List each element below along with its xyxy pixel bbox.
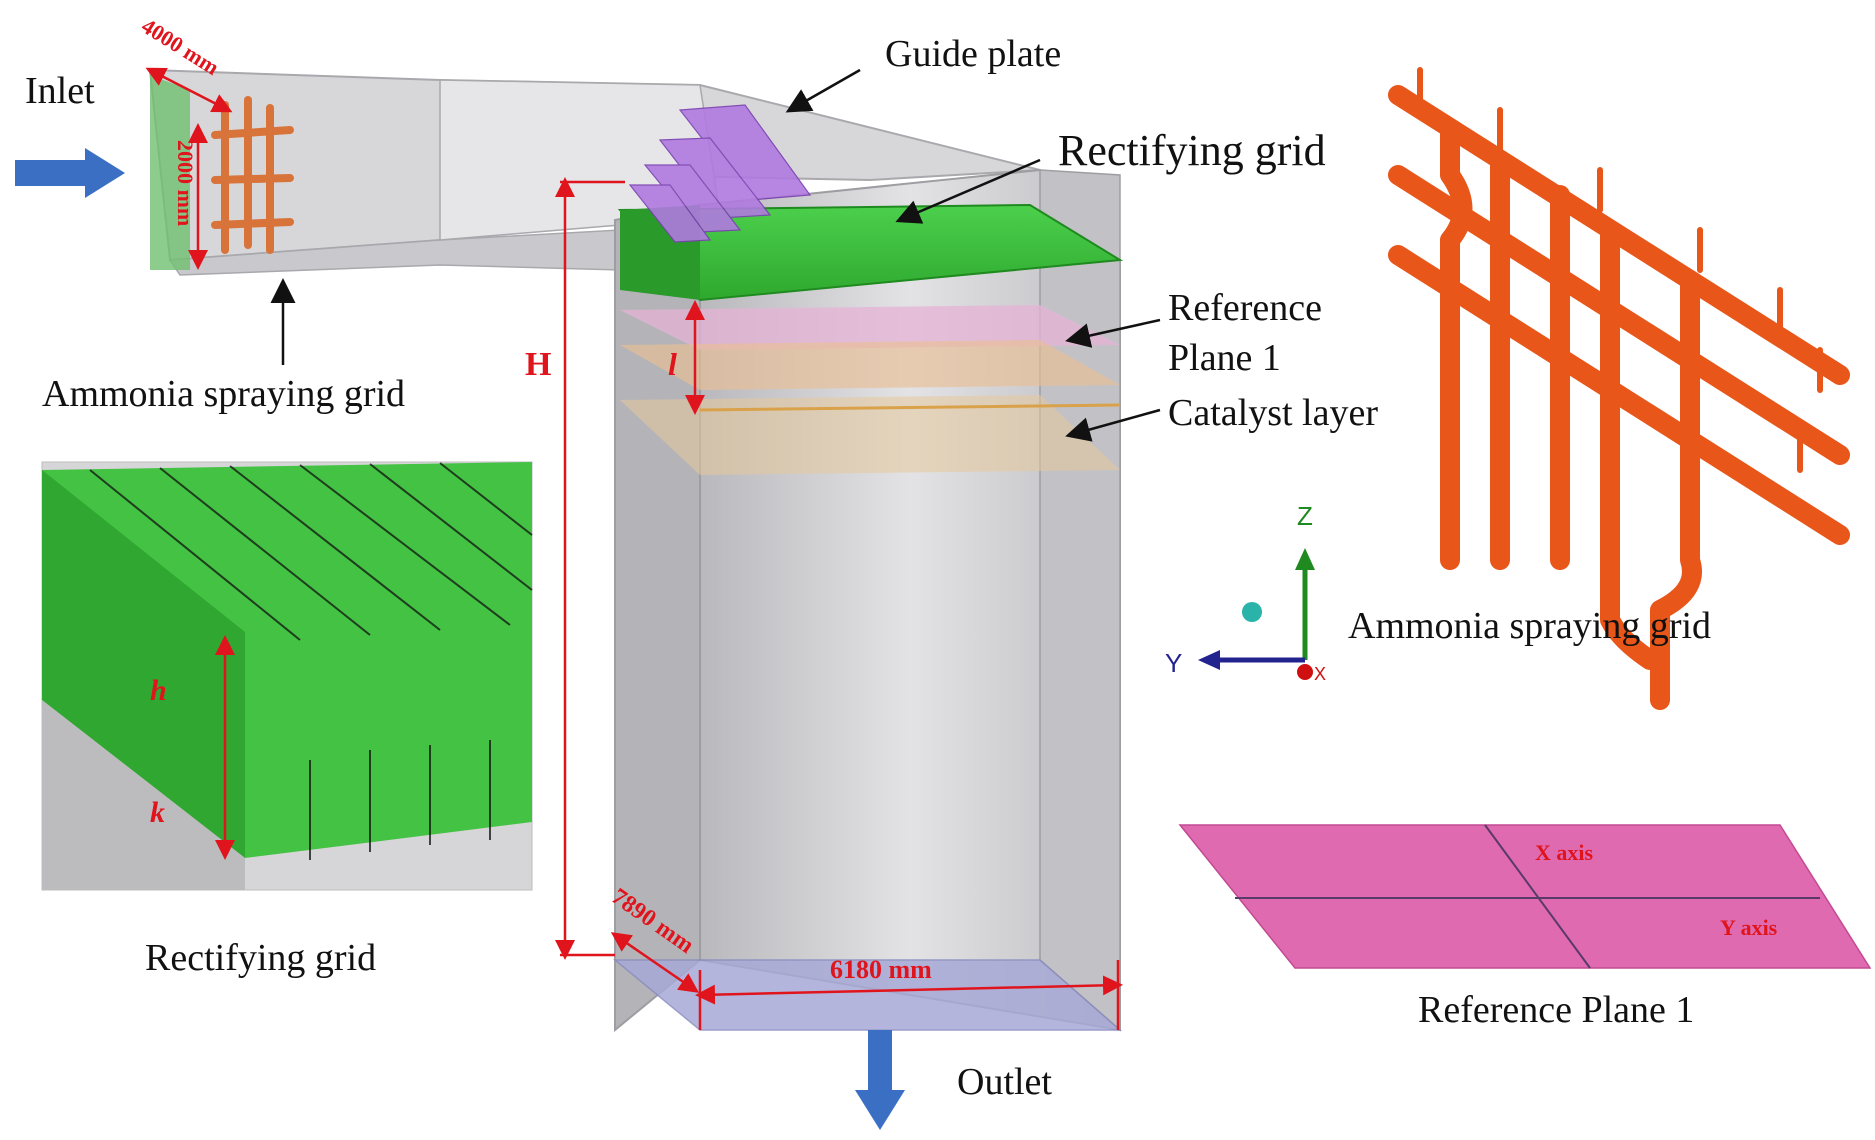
catalyst-layer-band [620,395,1121,475]
rectifying-grid-inset-label: Rectifying grid [145,937,376,979]
reference-plane-inset: X axis Y axis [1178,824,1872,969]
ammonia-spray-grid-inset [1388,85,1850,710]
reference-plane-band [620,305,1120,390]
axes-triad: Z Y X [1165,501,1326,684]
outlet-label: Outlet [957,1061,1052,1103]
plane-y-axis-label: Y axis [1720,915,1778,940]
grid-k-label: k [150,796,165,829]
dim-height-label: H [525,346,551,383]
grid-h-label: h [150,674,167,707]
dim-width-label: 6180 mm [830,955,932,984]
reference-plane-label-1: Reference [1168,287,1322,329]
rectifying-grid-label: Rectifying grid [1058,126,1326,175]
outlet-arrow [855,1030,905,1130]
reference-plane-inset-label: Reference Plane 1 [1418,989,1694,1031]
ammonia-spraying-grid-label-right: Ammonia spraying grid [1348,605,1711,647]
dim-gap-label: l [668,346,677,382]
axis-y-label: Y [1165,648,1182,678]
reference-plane-label-2: Plane 1 [1168,337,1281,379]
guide-plates [628,104,812,243]
axis-z-label: Z [1297,501,1313,531]
ammonia-spray-grid-inset-stubs [1417,67,1823,473]
plane-x-axis-label: X axis [1535,840,1594,865]
ammonia-spraying-grid-label-left: Ammonia spraying grid [42,373,405,415]
dim-inlet-height-label: 2000 mm [173,140,198,226]
dimension-lines [145,67,1123,1030]
inlet-label: Inlet [25,70,95,112]
rectifying-grid-inset: h k [41,461,533,891]
axis-x-label: X [1314,664,1326,684]
guide-plate-label: Guide plate [885,33,1061,75]
callout-arrows [270,68,1161,442]
inlet-arrow [15,148,125,198]
ammonia-spray-grid-duct [211,96,294,254]
inlet-face [150,75,190,270]
catalyst-layer-label: Catalyst layer [1168,392,1378,434]
